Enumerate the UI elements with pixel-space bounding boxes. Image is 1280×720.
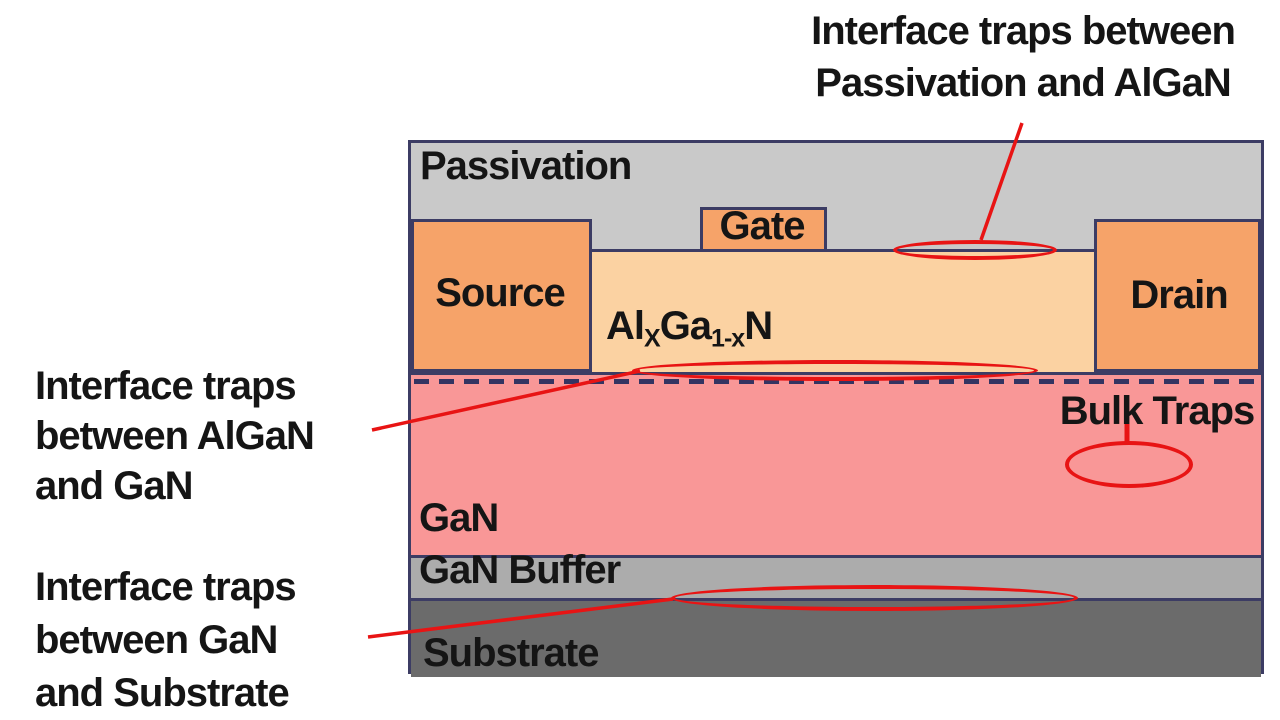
algan-formula-sub-1-x: 1-x	[711, 324, 745, 353]
drain-contact	[1094, 219, 1261, 372]
gan-label: GaN	[419, 496, 499, 540]
two-deg-dashed-line	[414, 379, 1258, 384]
annotation-passivation-algan-line2: Passivation and AlGaN	[815, 61, 1231, 105]
annotation-algan-gan-line1: Interface traps	[35, 364, 297, 408]
source-label: Source	[435, 271, 566, 315]
annotation-passivation-algan: Interface traps between Passivation and …	[778, 5, 1268, 109]
gate-label: Gate	[719, 204, 806, 248]
gate-contact	[700, 207, 827, 252]
algan-gan-trap-ellipse	[632, 360, 1038, 381]
bulk-traps-label: Bulk Traps	[1059, 389, 1256, 433]
algan-formula-al: Al	[606, 304, 645, 348]
annotation-gan-substrate-line1: Interface traps	[35, 565, 297, 609]
annotation-algan-gan-line3: and GaN	[35, 464, 193, 508]
algan-formula-sub-x: X	[644, 324, 661, 353]
algan-formula-label: AlXGa1-xN	[606, 304, 773, 353]
algan-formula-n: N	[744, 304, 773, 348]
annotation-gan-substrate-line3: and Substrate	[35, 671, 290, 715]
passivation-algan-trap-ellipse	[893, 240, 1057, 260]
bulk-trap-ellipse	[1065, 441, 1193, 488]
gan-buffer-label: GaN Buffer	[419, 548, 621, 592]
algan-barrier-layer	[589, 249, 1097, 372]
annotation-algan-gan: Interface traps between AlGaN and GaN	[35, 361, 315, 511]
annotation-gan-substrate-line2: between GaN	[35, 618, 278, 662]
substrate-label: Substrate	[423, 631, 599, 675]
annotation-gan-substrate: Interface traps between GaN and Substrat…	[35, 561, 297, 720]
annotation-passivation-algan-line1: Interface traps between	[811, 9, 1236, 53]
annotation-algan-gan-line2: between AlGaN	[35, 414, 315, 458]
drain-label: Drain	[1130, 273, 1228, 317]
gan-substrate-trap-ellipse	[671, 585, 1078, 611]
algan-formula-ga: Ga	[659, 304, 712, 348]
passivation-label: Passivation	[420, 144, 632, 188]
